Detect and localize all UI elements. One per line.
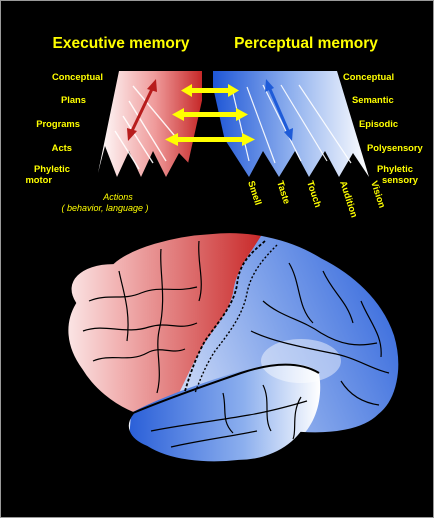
connection-arrow-3 bbox=[165, 133, 255, 146]
perceptual-memory-title: Perceptual memory bbox=[234, 35, 378, 52]
perceptual-hierarchy bbox=[213, 71, 369, 177]
perceptual-level-polysensory: Polysensory bbox=[367, 142, 424, 153]
executive-memory-title: Executive memory bbox=[53, 35, 190, 52]
sense-smell: Smell bbox=[246, 179, 264, 206]
actions-subtitle: ( behavior, language ) bbox=[61, 203, 148, 213]
perceptual-hierarchy-arrow bbox=[265, 79, 293, 141]
executive-level-plans: Plans bbox=[61, 94, 86, 105]
actions-label: Actions bbox=[102, 192, 133, 202]
executive-level-phyletic: Phyletic bbox=[34, 163, 70, 174]
connection-arrow-1 bbox=[181, 84, 239, 97]
frontal-lobe bbox=[67, 232, 269, 421]
perceptual-levels: Conceptual Semantic Episodic Polysensory… bbox=[343, 71, 424, 185]
connection-arrows bbox=[165, 84, 255, 146]
executive-level-conceptual: Conceptual bbox=[52, 71, 103, 82]
executive-hierarchy-arrow bbox=[127, 79, 157, 141]
perceptual-level-conceptual: Conceptual bbox=[343, 71, 394, 82]
central-divider bbox=[185, 69, 233, 177]
executive-level-programs: Programs bbox=[36, 118, 80, 129]
executive-level-acts: Acts bbox=[52, 142, 72, 153]
perceptual-level-semantic: Semantic bbox=[352, 94, 394, 105]
executive-levels: Conceptual Plans Programs Acts Phyletic … bbox=[25, 71, 103, 185]
perceptual-level-phyletic: Phyletic bbox=[377, 163, 413, 174]
executive-level-motor: motor bbox=[25, 174, 52, 185]
sense-audition: Audition bbox=[338, 179, 360, 219]
brain-illustration bbox=[66, 230, 401, 464]
sensory-modalities: Smell Taste Touch Audition Vision bbox=[246, 179, 388, 219]
sense-touch: Touch bbox=[305, 179, 324, 209]
sense-taste: Taste bbox=[275, 179, 293, 205]
perceptual-level-episodic: Episodic bbox=[359, 118, 398, 129]
connection-arrow-2 bbox=[172, 108, 248, 121]
executive-hierarchy bbox=[98, 71, 202, 177]
perceptual-level-sensory: sensory bbox=[382, 174, 419, 185]
